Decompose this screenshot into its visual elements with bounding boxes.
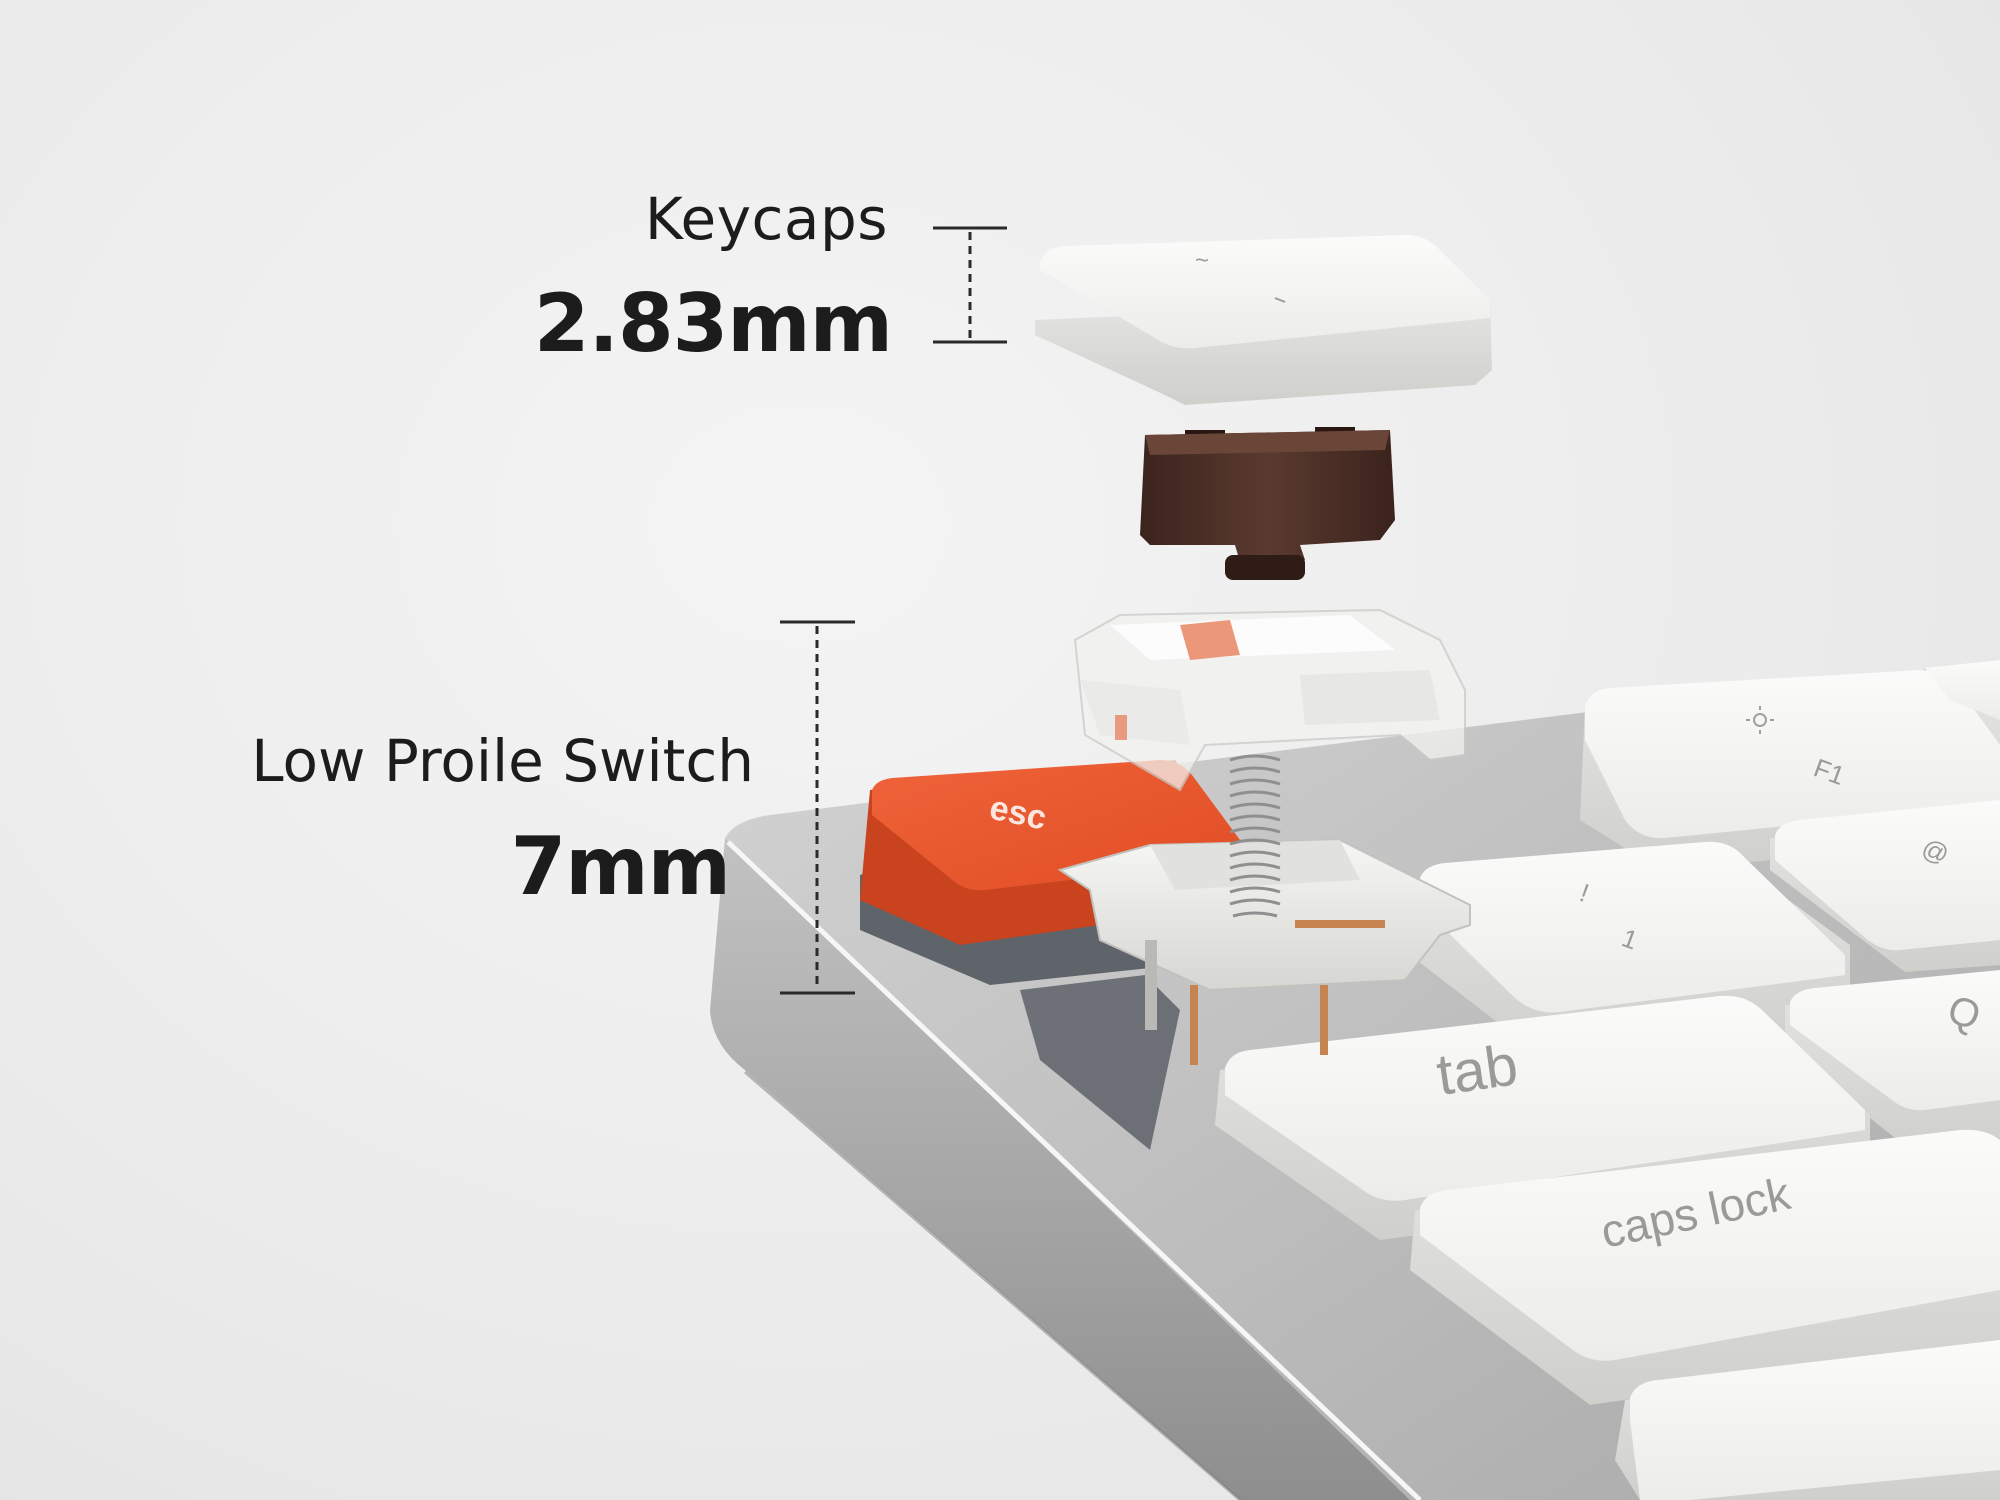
- keycap-floating: ~: [1035, 235, 1492, 405]
- keycap-dimension-indicator: [933, 226, 1007, 344]
- switch-spring: [1229, 754, 1281, 918]
- keycap-q: [1785, 970, 2000, 1150]
- sun-icon: [1746, 706, 1774, 734]
- legend-tab: tab: [1433, 1032, 1522, 1108]
- keycaps-value: 2.83mm: [533, 277, 893, 370]
- keycap-2: [1770, 800, 2000, 972]
- keycap-shift: [1615, 1340, 2000, 1500]
- switch-pin: [1190, 985, 1198, 1065]
- switch-dimension-indicator: [780, 620, 855, 995]
- switch-value: 7mm: [510, 820, 731, 913]
- switch-stem: [1140, 427, 1395, 580]
- keycap-row: [1215, 660, 2000, 1500]
- keycaps-label: Keycaps: [644, 185, 888, 253]
- switch-pin: [1320, 985, 1328, 1055]
- keycap-f2: [1925, 660, 2000, 720]
- switch-label: Low Proile Switch: [251, 727, 754, 795]
- switch-housing-top: [1073, 608, 1466, 792]
- keycap-caps-lock: [1410, 1129, 2000, 1405]
- legend-tilde: ~: [1195, 247, 1209, 274]
- plate-cutout: [1020, 975, 1180, 1150]
